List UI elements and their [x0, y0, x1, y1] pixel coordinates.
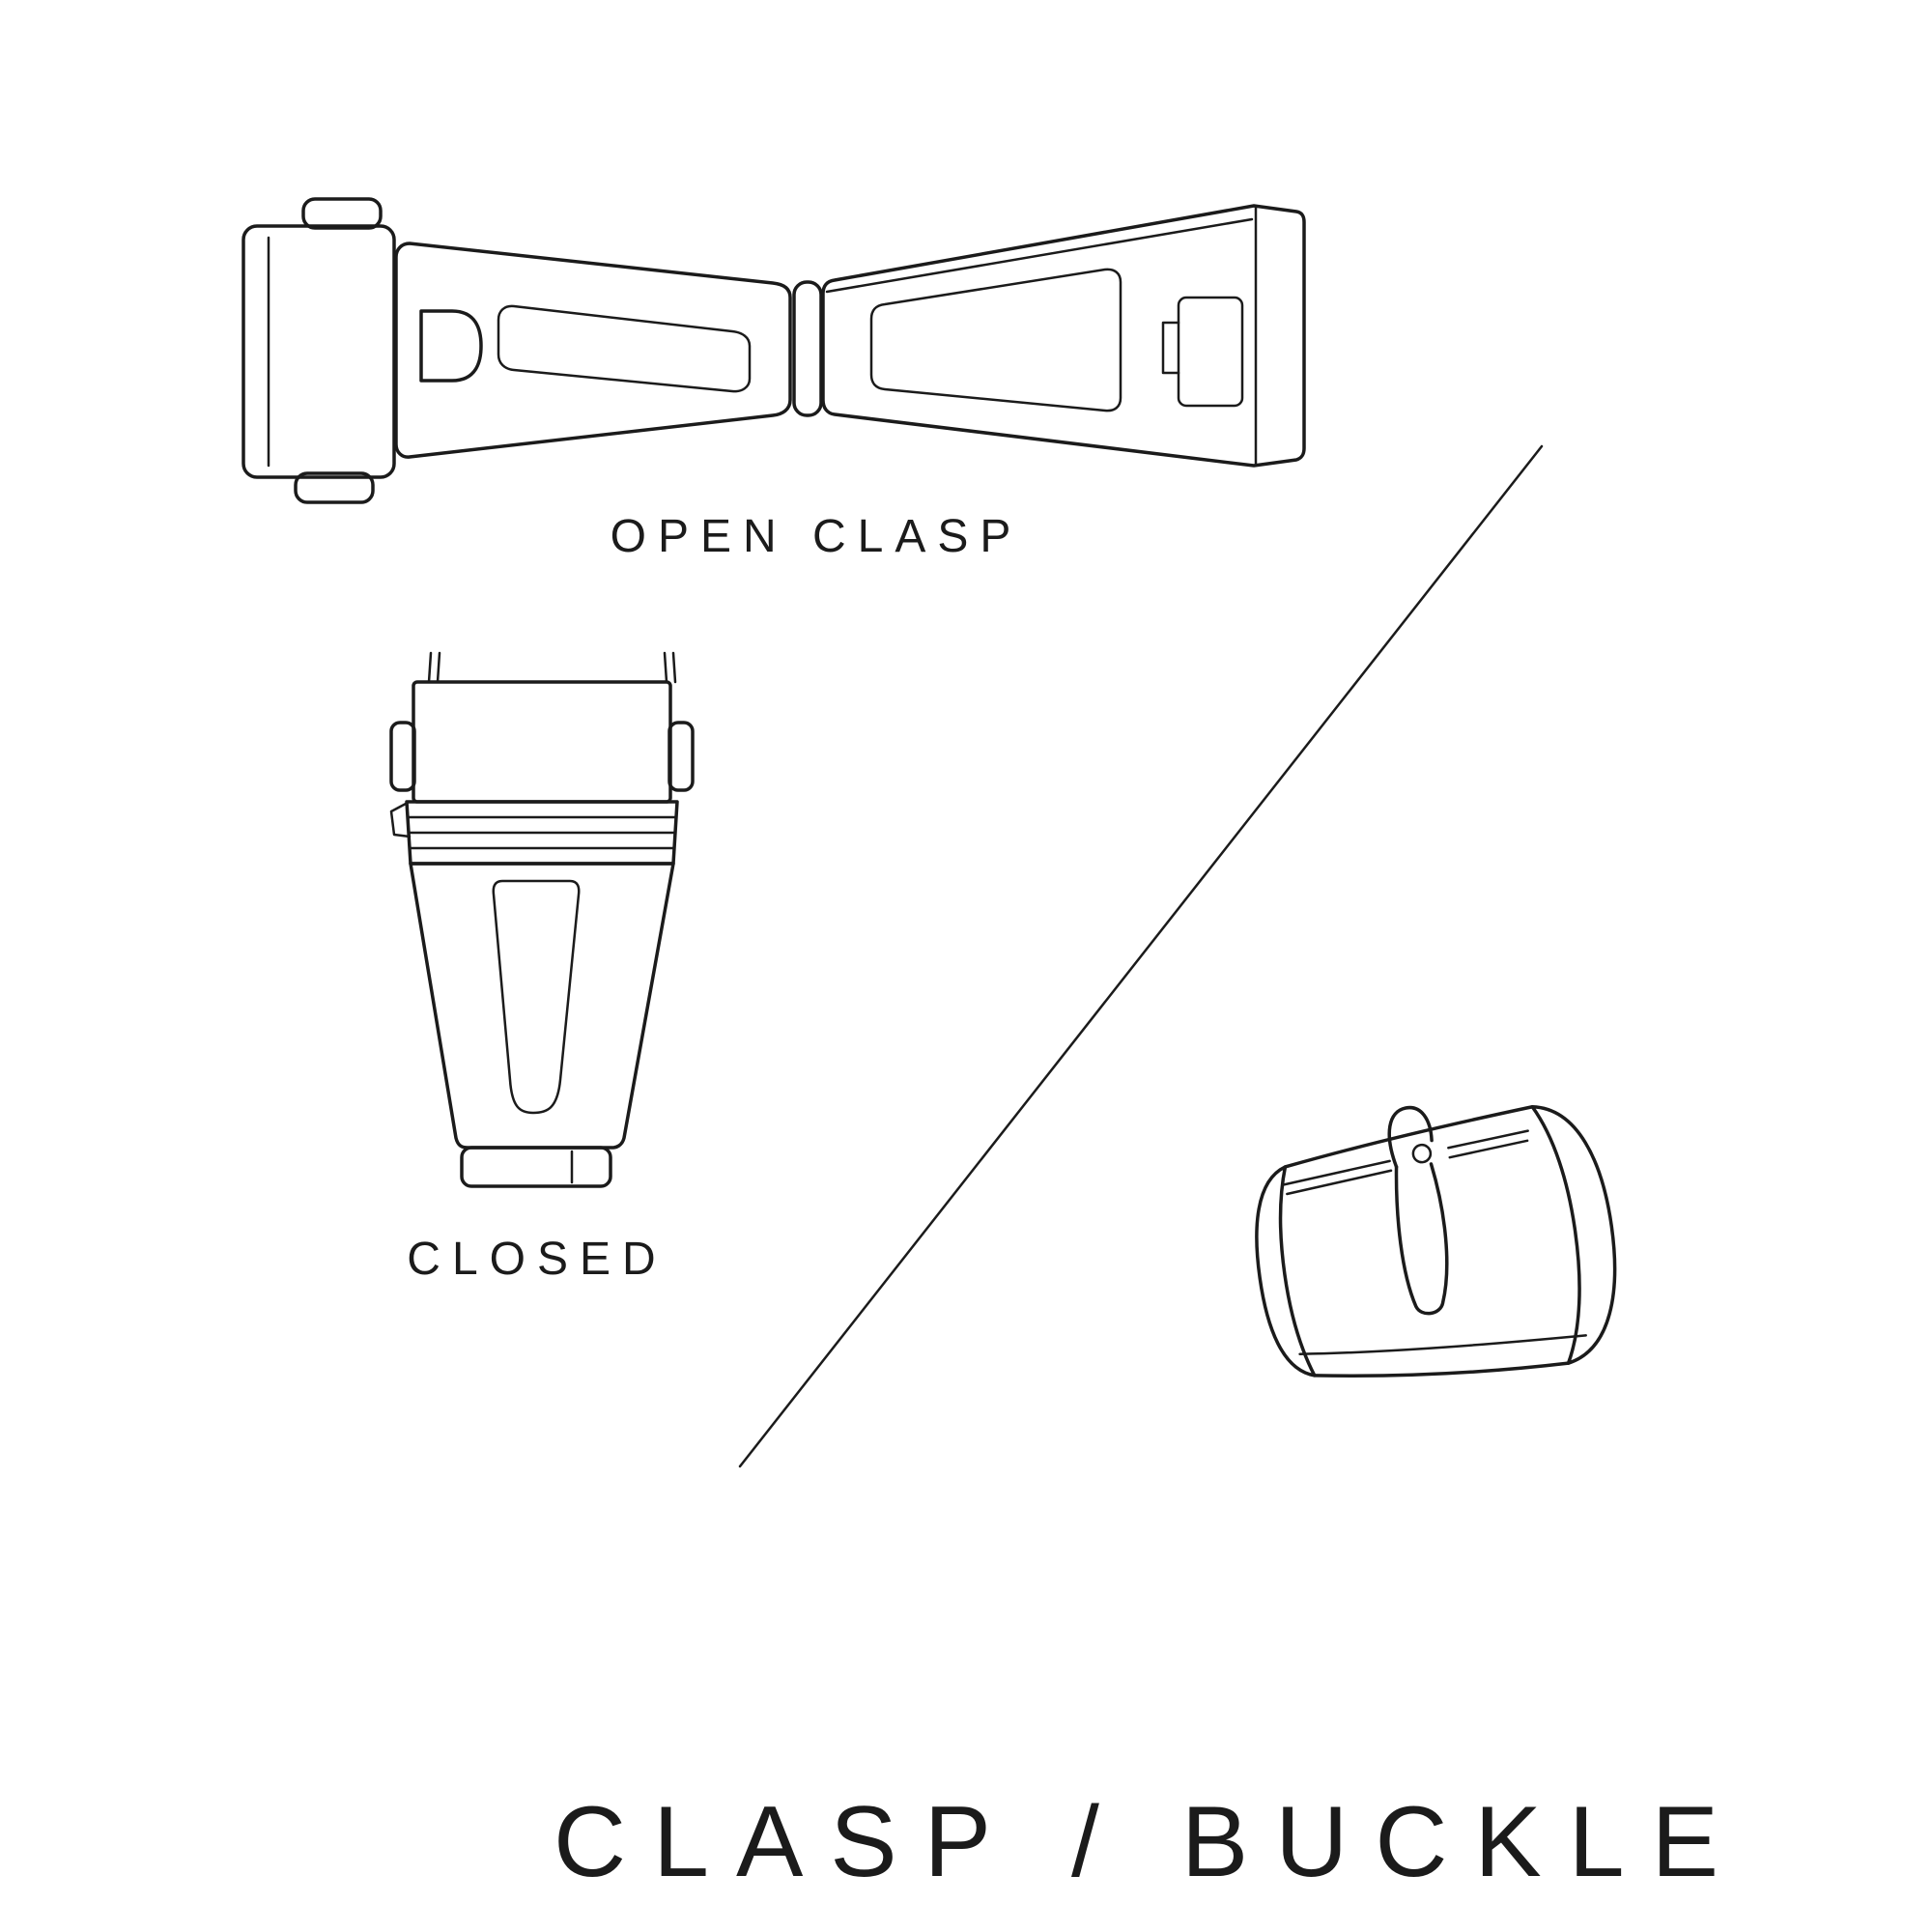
open-clasp-caption: OPEN CLASP [610, 511, 1023, 562]
page-title: CLASP / BUCKLE [553, 1786, 1747, 1898]
open-clasp-left-arm [394, 242, 792, 459]
closed-clasp-top-box [412, 680, 672, 804]
open-clasp-hinge [792, 280, 823, 417]
open-clasp-right-arm [821, 204, 1306, 468]
buckle-pin [1282, 1159, 1391, 1186]
open-clasp-pusher [419, 309, 483, 383]
closed-clasp-foot [460, 1146, 612, 1188]
open-clasp-cover-block [242, 224, 396, 479]
closed-clasp-caption: CLOSED [407, 1234, 668, 1285]
buckle-left-bar [1255, 1165, 1317, 1378]
closed-clasp-body [409, 862, 675, 1150]
tang-buckle-illustration [1255, 1105, 1617, 1378]
open-clasp-illustration [242, 197, 1306, 504]
closed-clasp-illustration [389, 651, 695, 1188]
buckle-right-bar [1530, 1105, 1617, 1365]
buckle-tongue [1394, 1162, 1449, 1316]
diagonal-divider-line [738, 444, 1544, 1468]
